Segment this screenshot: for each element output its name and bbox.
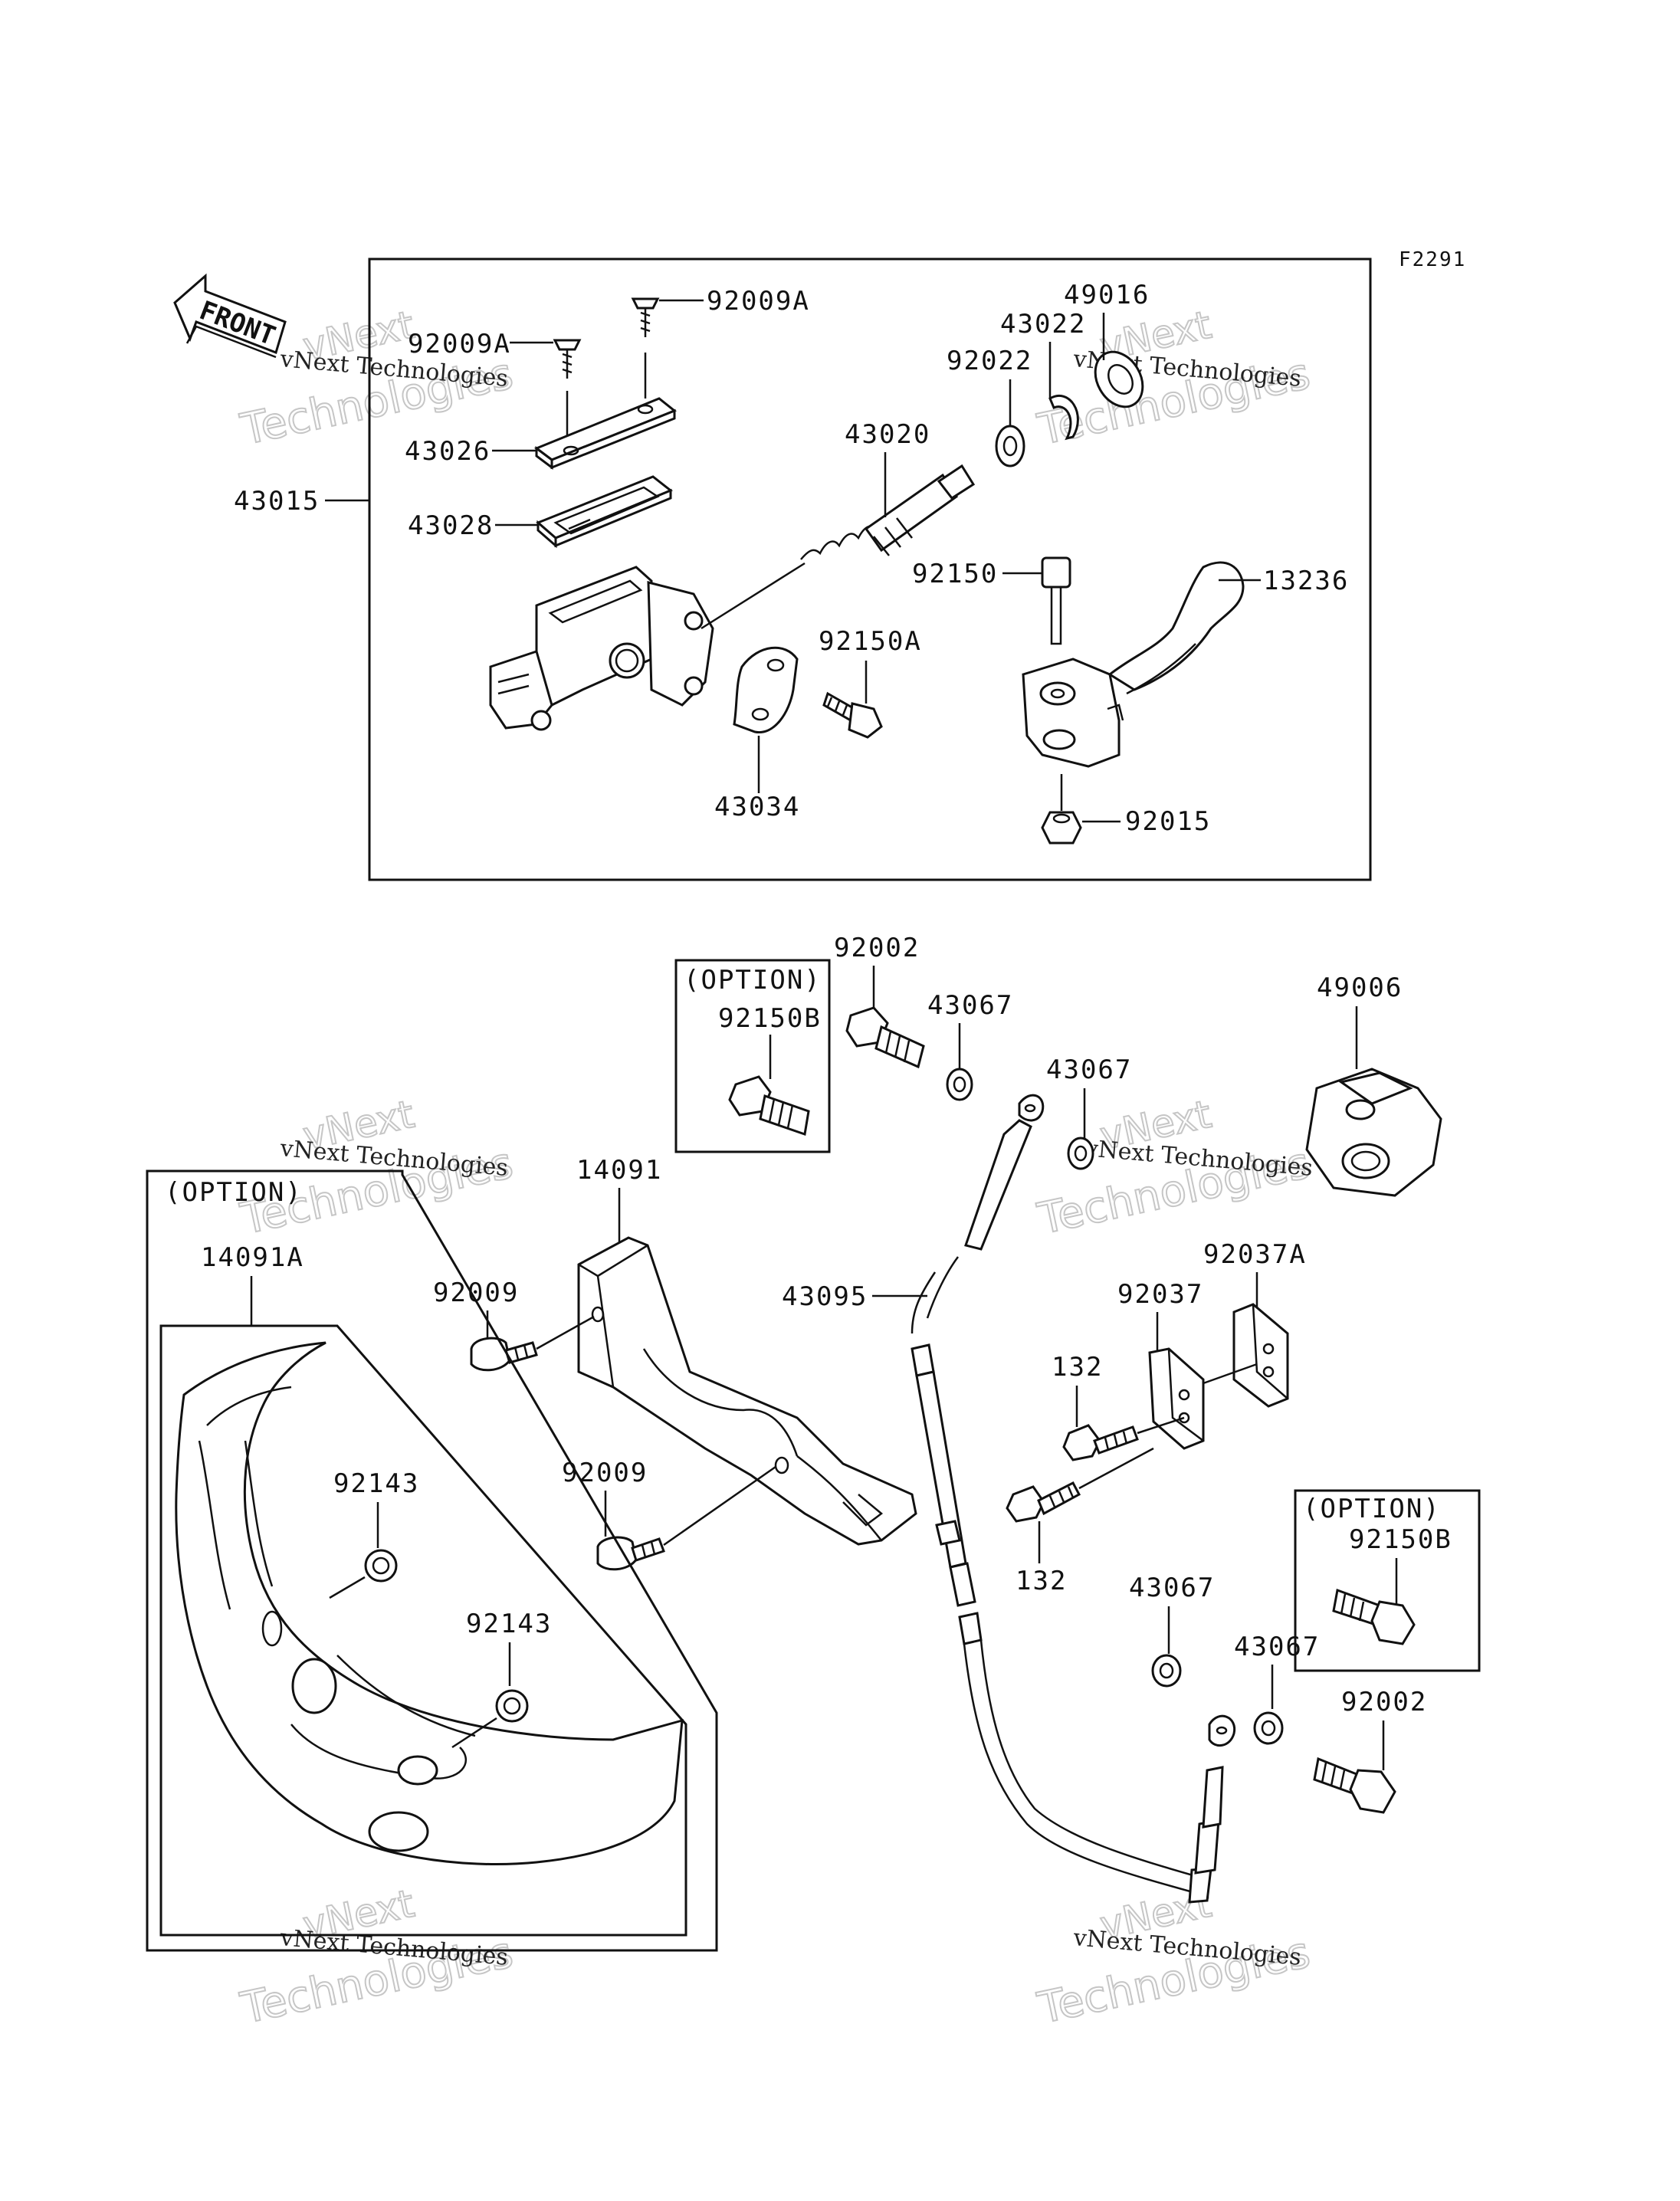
bolt-132-upper [1062, 1416, 1185, 1461]
washer-43067-3 [1151, 1654, 1182, 1688]
part-label-43020: 43020 [845, 419, 930, 450]
part-label-92002-2: 92002 [1341, 1687, 1427, 1717]
master-cylinder-assembly-box [368, 257, 1372, 881]
part-label-43022: 43022 [1000, 309, 1086, 339]
grommet-92143-2 [451, 1689, 529, 1749]
part-label-92002-1: 92002 [834, 933, 920, 963]
banjo-bolt-92002-lower [1313, 1757, 1396, 1814]
option-box-right [1294, 1489, 1481, 1672]
brake-hose-43095 [911, 1094, 1236, 1904]
pivot-bolt-92150 [1041, 556, 1071, 645]
part-label-92143-2: 92143 [466, 1609, 552, 1639]
part-label-92150: 92150 [912, 559, 998, 589]
screw-92009a-right [631, 297, 704, 337]
bracket-92037 [1148, 1347, 1258, 1450]
reservoir-cap-43026 [533, 397, 677, 470]
bolt-92150a [822, 691, 883, 739]
option-label-right: (OPTION) [1303, 1494, 1441, 1524]
washer-43067-2 [1067, 1137, 1094, 1170]
watermark-top-left: vNext Technologies vNext Technologies [235, 302, 517, 456]
screw-92009a-left [510, 339, 582, 379]
brake-lever-13236 [1022, 561, 1245, 768]
watermark-bottom-left: vNext Technologies vNext Technologies [235, 1881, 517, 2035]
option-inner-box-left [159, 1324, 687, 1937]
circlip-43022 [1048, 394, 1079, 441]
part-label-14091a: 14091A [201, 1242, 304, 1273]
part-label-43067-2: 43067 [1046, 1055, 1132, 1085]
part-label-92009-2: 92009 [562, 1458, 648, 1488]
option-label-left: (OPTION) [165, 1177, 303, 1208]
nut-92015 [1041, 811, 1082, 845]
clamp-43034 [733, 646, 799, 733]
watermark-bottom-right: vNext Technologies vNext Technologies [1032, 1881, 1314, 2035]
banjo-bolt-92150b-top [728, 1075, 810, 1136]
watermark-mid-left: vNext Technologies vNext Technologies [235, 1091, 517, 1245]
part-label-92037a: 92037A [1203, 1239, 1307, 1270]
figure-code: F2291 [1399, 248, 1466, 271]
bolt-132-lower [1006, 1447, 1154, 1523]
master-cylinder-body [489, 566, 714, 731]
part-label-92009a-1: 92009A [707, 286, 810, 317]
piston-43020 [800, 464, 976, 560]
part-label-13236: 13236 [1263, 566, 1349, 596]
part-label-132-2: 132 [1016, 1566, 1067, 1596]
banjo-bolt-92150b-right [1332, 1588, 1416, 1645]
part-label-92037: 92037 [1117, 1279, 1203, 1310]
bolt-92009-lower [596, 1465, 776, 1571]
part-label-92009-1: 92009 [433, 1278, 519, 1308]
part-label-92150a: 92150A [819, 626, 922, 657]
banjo-bolt-92002-top [845, 1006, 925, 1069]
grommet-92143-1 [329, 1549, 398, 1599]
part-label-43067-4: 43067 [1234, 1632, 1320, 1662]
diaphragm-43028 [536, 475, 673, 549]
front-arrow-icon: FRONT [173, 273, 287, 359]
washer-43067-4 [1253, 1711, 1284, 1745]
option-box-left [146, 1169, 718, 1952]
option-label-top: (OPTION) [684, 965, 822, 996]
part-label-43028: 43028 [408, 510, 494, 541]
bracket-92037a [1232, 1303, 1289, 1408]
part-label-92150b-2: 92150B [1349, 1524, 1452, 1555]
washer-43067-1 [946, 1068, 973, 1101]
part-label-43067-1: 43067 [927, 990, 1013, 1021]
part-label-43067-3: 43067 [1129, 1573, 1215, 1603]
washer-92022 [995, 425, 1025, 467]
part-label-49016: 49016 [1064, 280, 1150, 310]
part-label-92143-1: 92143 [333, 1468, 419, 1499]
part-label-92009a-2: 92009A [408, 329, 511, 359]
part-label-43026: 43026 [405, 436, 491, 467]
part-label-92015: 92015 [1125, 806, 1211, 837]
part-label-92022: 92022 [947, 346, 1032, 376]
part-label-14091: 14091 [576, 1155, 662, 1186]
hose-guard-14091 [577, 1236, 917, 1546]
part-label-43015: 43015 [234, 486, 320, 517]
part-label-43034: 43034 [714, 792, 800, 822]
part-label-43095: 43095 [782, 1281, 868, 1312]
part-label-92150b-1: 92150B [718, 1003, 822, 1034]
part-label-49006: 49006 [1317, 973, 1403, 1003]
option-box-top [674, 959, 831, 1153]
part-label-132-1: 132 [1052, 1352, 1103, 1383]
reservoir-holder-49006 [1305, 1068, 1442, 1197]
hand-guard-14091a [175, 1341, 684, 1866]
